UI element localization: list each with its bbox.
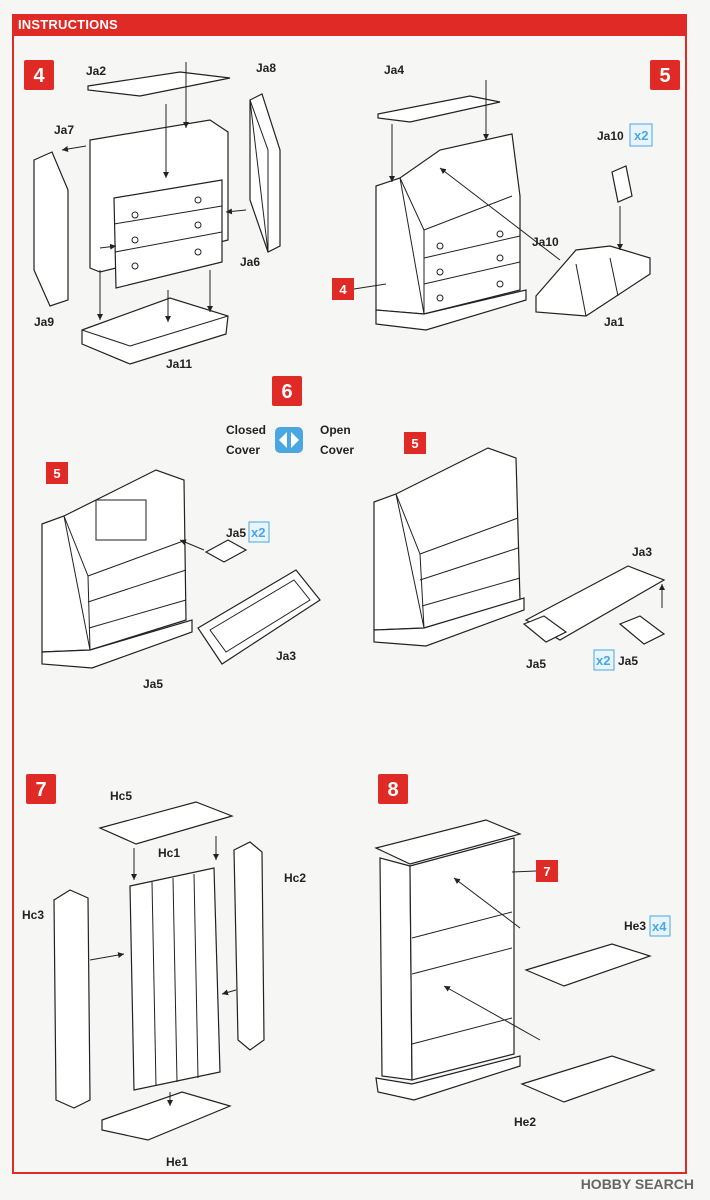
page-frame [12,34,687,1174]
label-ja5-c: Ja5 [526,657,546,671]
watermark: HOBBY SEARCH [580,1176,694,1192]
step-4-badge [24,60,54,90]
multiplier-he3: x4 [652,919,667,934]
ref-step-5-b: 5 [411,436,418,451]
label-ja9: Ja9 [34,315,54,329]
multiplier-ja5-b: x2 [596,653,610,668]
ref-step-5-b-box [404,432,426,454]
toggle-closed-label: Closed [226,423,266,437]
part-ja3-lid [197,569,321,665]
multiplier-ja5-a: x2 [251,525,265,540]
part-hc3 [53,889,91,1109]
step-8-badge [378,774,408,804]
toggle-open-label: Open [320,423,351,437]
label-ja2: Ja2 [86,64,106,78]
part-ja8 [249,93,281,253]
label-ja10-a: Ja10 [597,129,624,143]
cover-toggle-icon [275,427,303,453]
label-ja5-a: Ja5 [226,526,246,540]
multiplier-ja10: x2 [634,128,648,143]
label-ja4: Ja4 [384,63,404,77]
instructions-header: INSTRUCTIONS [12,14,687,36]
part-ja2 [87,71,231,97]
part-ja10 [611,165,633,203]
step-5-number: 5 [659,65,670,87]
label-ja7: Ja7 [54,123,74,137]
part-ja5-piece [204,539,248,563]
label-ja1: Ja1 [604,315,624,329]
label-ja5-d: Ja5 [618,654,638,668]
label-hc2: Hc2 [284,871,306,885]
ref-step-4: 4 [339,282,347,297]
step-6-number: 6 [281,381,292,403]
label-hc3: Hc3 [22,908,44,922]
label-hc1: Hc1 [158,846,180,860]
label-he3: He3 [624,919,646,933]
bureau-closed [41,469,187,653]
toggle-closed-cover-label: Cover [226,443,260,457]
label-ja5-b: Ja5 [143,677,163,691]
ref-step-4-box [332,278,354,300]
multiplier-ja10-box [629,123,653,147]
ref-step-7: 7 [543,864,550,879]
toggle-open-cover-label: Cover [320,443,354,457]
step-5-group: 5 Ja4 Ja10 x2 Ja10 Ja1 4 [332,60,680,331]
part-he3 [524,943,652,987]
label-he2: He2 [514,1115,536,1129]
ref-step-5-a: 5 [53,466,60,481]
part-he1 [101,1091,232,1141]
label-ja11: Ja11 [166,357,192,371]
step-6-group: 6 Closed Cover Open Cover 5 Ja5 x2 Ja3 J… [41,376,666,691]
label-ja6: Ja6 [240,255,260,269]
step-8-number: 8 [387,779,398,801]
part-ja1 [535,245,651,317]
step-4-group: 4 Ja2 Ja8 Ja7 Ja6 Ja9 Ja11 [24,60,281,371]
cabinet-body [409,837,515,1081]
ref-step-7-box [536,860,558,882]
step-7-number: 7 [35,779,46,801]
header-title: INSTRUCTIONS [18,17,118,32]
cabinet-top [374,819,522,865]
label-he1: He1 [166,1155,188,1169]
part-hc5 [98,801,234,845]
label-ja8: Ja8 [256,61,276,75]
step-8-group: 8 7 He3 x4 He2 [374,774,671,1129]
step-4-number: 4 [33,65,45,87]
part-ja6 [113,179,223,289]
label-ja3-a: Ja3 [276,649,296,663]
part-ja9 [33,151,69,307]
bureau-open [373,447,521,631]
step-7-group: 7 Hc5 Hc1 Hc2 Hc3 He1 [22,774,306,1169]
label-hc5: Hc5 [110,789,132,803]
label-ja10-b: Ja10 [532,235,559,249]
part-hc2 [233,841,265,1051]
step-5-badge [650,60,680,90]
step-6-badge [272,376,302,406]
step-7-badge [26,774,56,804]
part-he2 [520,1055,656,1103]
part-ja4 [377,95,501,123]
label-ja3-b: Ja3 [632,545,652,559]
part-bureau-base [375,289,527,331]
part-ja11 [81,297,229,365]
ref-step-5-a-box [46,462,68,484]
